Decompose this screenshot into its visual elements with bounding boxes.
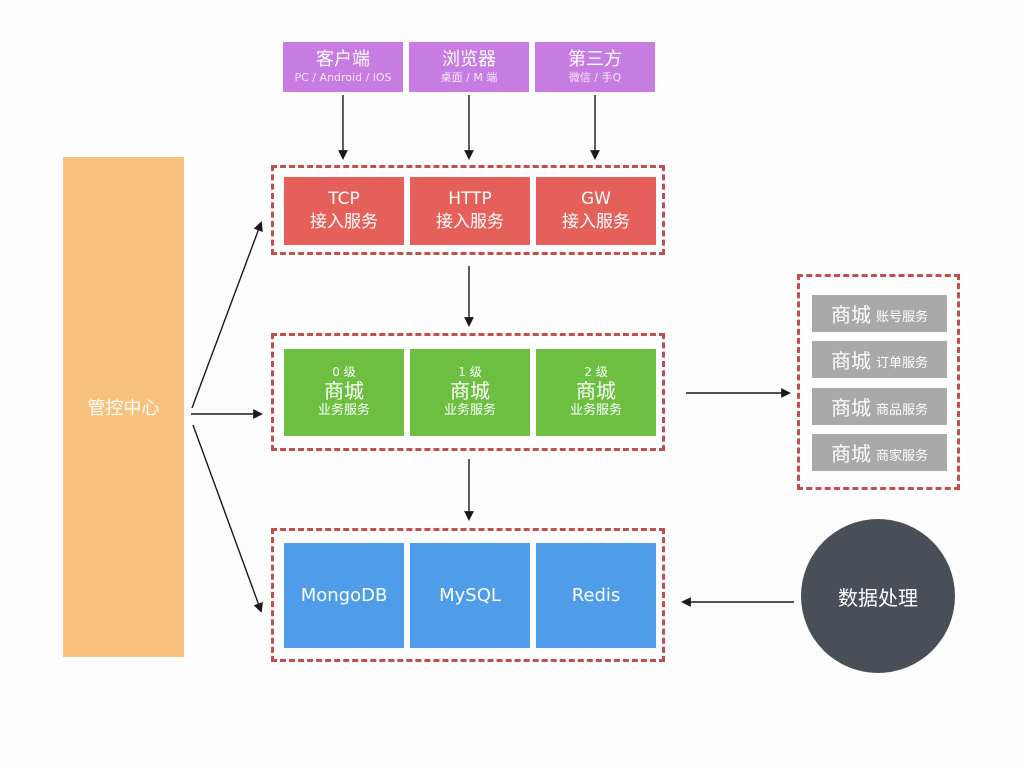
storage-layer-group [271, 528, 665, 662]
access-protocol: TCP [328, 189, 360, 210]
storage-label: MySQL [439, 585, 501, 606]
data-processing-circle: 数据处理 [801, 519, 955, 673]
service-type: 商品服务 [875, 403, 928, 418]
access-protocol: GW [581, 189, 611, 210]
access-box-gw: GW 接入服务 [536, 177, 656, 245]
business-box-level1: 1 级 商城 业务服务 [410, 349, 530, 436]
service-box-merchant: 商城 商家服务 [812, 434, 947, 471]
service-box-account: 商城 账号服务 [812, 295, 947, 332]
access-box-tcp: TCP 接入服务 [284, 177, 404, 245]
business-name: 商城 [324, 379, 364, 404]
storage-box-mysql: MySQL [410, 543, 530, 648]
service-name: 商城 [830, 349, 871, 373]
business-label: 业务服务 [569, 403, 622, 419]
service-type: 账号服务 [875, 310, 928, 325]
client-box-browser: 浏览器 桌面 / M 端 [409, 42, 529, 92]
service-name: 商城 [830, 442, 871, 466]
business-label: 业务服务 [317, 403, 370, 419]
arrow-control-to-storage [192, 424, 263, 613]
client-subtitle: 微信 / 手Q [568, 70, 622, 84]
business-level: 2 级 [584, 364, 608, 379]
client-box-thirdparty: 第三方 微信 / 手Q [535, 42, 655, 92]
access-label: 接入服务 [310, 212, 378, 232]
business-name: 商城 [576, 379, 616, 404]
access-box-http: HTTP 接入服务 [410, 177, 530, 245]
business-box-level2: 2 级 商城 业务服务 [536, 349, 656, 436]
service-type: 商家服务 [875, 449, 928, 464]
storage-label: Redis [571, 585, 621, 606]
business-level: 1 级 [458, 364, 482, 379]
storage-box-mongodb: MongoDB [284, 543, 404, 648]
business-box-level0: 0 级 商城 业务服务 [284, 349, 404, 436]
client-subtitle: 桌面 / M 端 [440, 70, 498, 84]
access-layer-group [271, 165, 665, 255]
storage-box-redis: Redis [536, 543, 656, 648]
client-subtitle: PC / Android / iOS [294, 70, 392, 84]
service-name: 商城 [830, 396, 871, 420]
client-title: 浏览器 [442, 49, 496, 71]
arrow-control-to-access [191, 221, 263, 409]
mall-services-group [797, 274, 960, 490]
client-title: 第三方 [568, 49, 622, 71]
control-center-label: 管控中心 [87, 398, 160, 419]
service-type: 订单服务 [875, 356, 928, 371]
business-layer-group [271, 333, 665, 451]
storage-label: MongoDB [300, 585, 388, 606]
business-level: 0 级 [332, 364, 356, 379]
business-name: 商城 [450, 379, 490, 404]
service-box-order: 商城 订单服务 [812, 341, 947, 378]
service-name: 商城 [830, 303, 871, 327]
business-label: 业务服务 [443, 403, 496, 419]
access-protocol: HTTP [448, 189, 492, 210]
data-processing-label: 数据处理 [838, 585, 918, 610]
access-label: 接入服务 [562, 212, 630, 232]
access-label: 接入服务 [436, 212, 504, 232]
client-title: 客户端 [316, 49, 370, 71]
control-center-box: 管控中心 [63, 157, 184, 657]
service-box-product: 商城 商品服务 [812, 388, 947, 425]
client-box-pc: 客户端 PC / Android / iOS [283, 42, 403, 92]
